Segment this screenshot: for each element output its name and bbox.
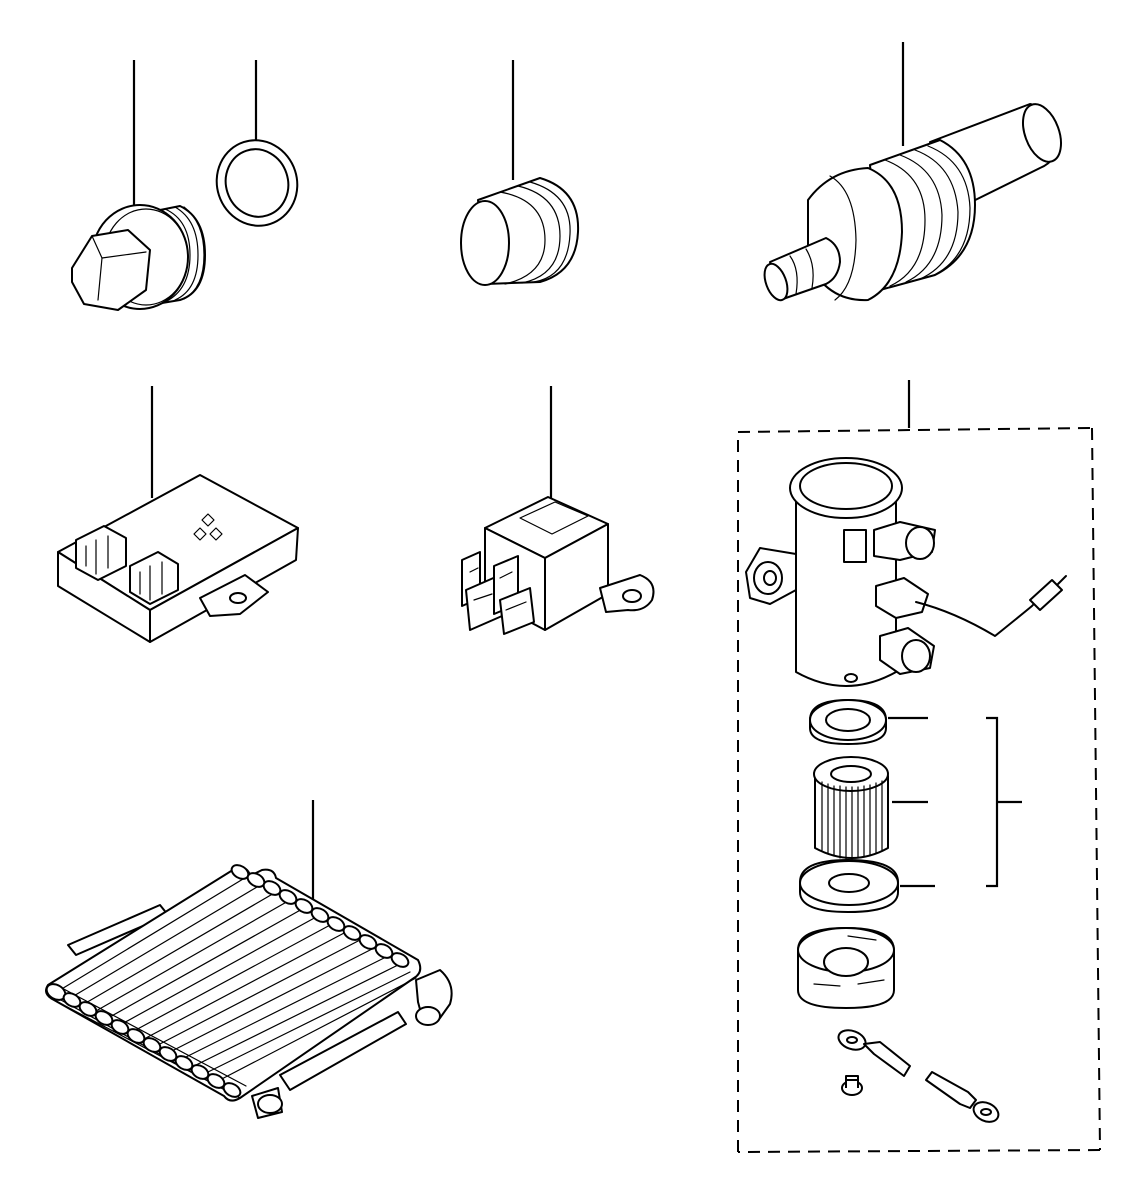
- control-unit[interactable]: [57, 386, 299, 643]
- plug-cap[interactable]: [460, 60, 580, 286]
- assembly-outline: [737, 427, 1093, 433]
- fuel-pump-assembly[interactable]: [737, 380, 1101, 1153]
- logo-icon: [193, 513, 223, 541]
- gasket[interactable]: [206, 60, 309, 236]
- fuel-pump[interactable]: [745, 457, 1067, 687]
- terminal-lead[interactable]: [836, 1027, 911, 1077]
- ring-terminal[interactable]: [925, 1071, 1002, 1126]
- filter-element[interactable]: [813, 756, 928, 860]
- drain-plug[interactable]: [71, 60, 206, 311]
- relay[interactable]: [461, 386, 655, 635]
- temperature-sender[interactable]: [760, 42, 1068, 303]
- group-bracket: [986, 716, 999, 888]
- lower-washer[interactable]: [799, 859, 935, 913]
- bottom-cover[interactable]: [797, 927, 895, 1009]
- screw[interactable]: [841, 1075, 863, 1096]
- upper-washer[interactable]: [809, 699, 928, 745]
- oil-cooler[interactable]: [44, 800, 453, 1119]
